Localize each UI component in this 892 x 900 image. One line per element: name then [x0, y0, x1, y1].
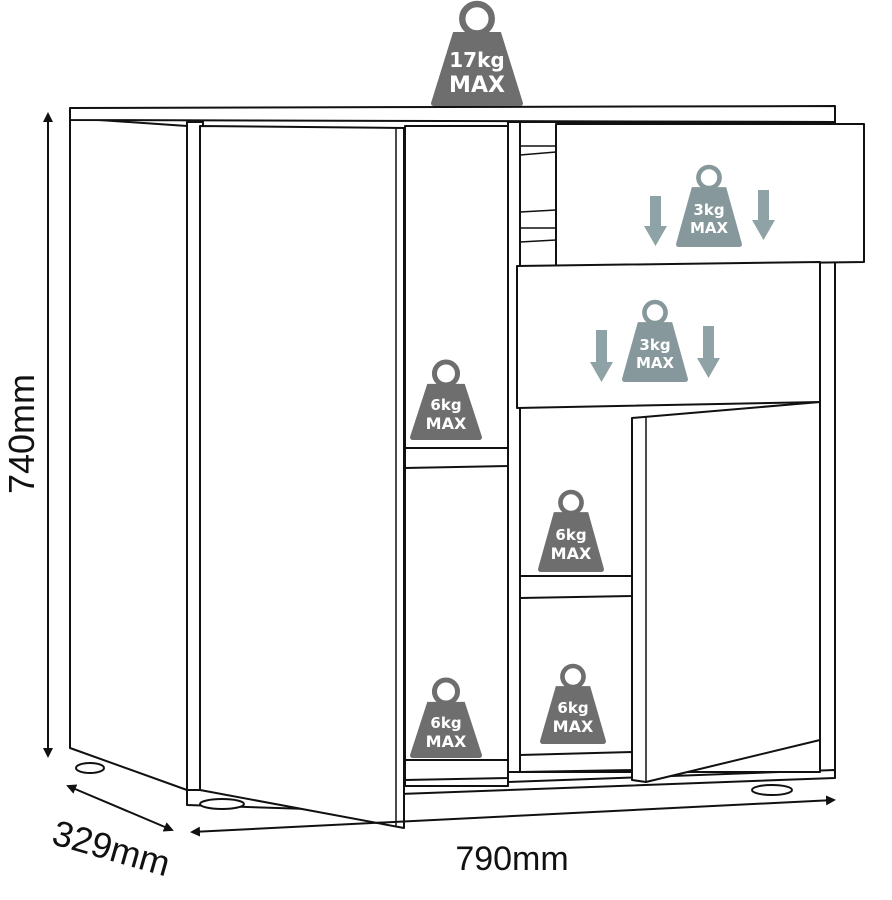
- down-arrow-icon: [590, 330, 613, 382]
- weight-body: [410, 383, 482, 440]
- right-door: [631, 401, 821, 783]
- weight-ring: [459, 0, 495, 37]
- drawer-runner: [519, 151, 557, 156]
- down-arrows: [590, 190, 775, 382]
- left-upper-shelf: [404, 447, 509, 469]
- left-door: [199, 125, 405, 829]
- weight-max-label: MAX: [426, 414, 467, 433]
- weight-max-label: MAX: [551, 544, 592, 563]
- cabinet-foot: [199, 798, 245, 810]
- weight-body: [538, 512, 604, 572]
- weight-amount: 3kg: [693, 201, 724, 219]
- height-label: 740mm: [1, 374, 42, 494]
- cabinet-top: [69, 105, 836, 123]
- down-arrow-icon: [644, 196, 667, 246]
- load-limit-weights: 17kgMAX3kgMAX3kgMAX6kgMAX6kgMAX6kgMAX6kg…: [410, 0, 742, 758]
- weight-body: [540, 686, 606, 744]
- center-divider: [507, 121, 521, 773]
- weight-body: [431, 31, 523, 106]
- weight-amount: 6kg: [555, 526, 586, 544]
- weight-max-label: MAX: [636, 354, 675, 372]
- left-bottom-shelf: [404, 759, 509, 781]
- width-label: 790mm: [455, 840, 568, 878]
- weight-max-label: MAX: [449, 73, 505, 98]
- weight-amount: 6kg: [430, 714, 461, 732]
- weight-max-label: MAX: [690, 219, 729, 237]
- weight-max-label: MAX: [426, 732, 467, 751]
- weight-max-label: MAX: [553, 717, 594, 736]
- weight-amount: 6kg: [557, 699, 588, 717]
- weight-body: [676, 187, 742, 247]
- cabinet-foot: [75, 762, 105, 774]
- drawer-runner: [519, 239, 557, 243]
- weight-amount: 6kg: [430, 396, 461, 414]
- down-arrow-icon: [752, 190, 775, 240]
- cabinet-left-side: [69, 117, 188, 791]
- weight-body: [410, 701, 482, 758]
- right-middle-shelf: [519, 575, 633, 599]
- depth-dimension-arrow-icon: [66, 784, 174, 832]
- weight-body: [622, 322, 688, 382]
- right-bottom-shelf: [519, 751, 633, 773]
- width-dimension-arrow-icon: [190, 795, 836, 837]
- drawer-runner: [519, 209, 557, 213]
- cabinet-foot: [751, 784, 793, 796]
- weight-amount: 3kg: [639, 336, 670, 354]
- weight-amount: 17kg: [449, 48, 504, 72]
- down-arrow-icon: [697, 326, 720, 378]
- cabinet: [69, 105, 865, 829]
